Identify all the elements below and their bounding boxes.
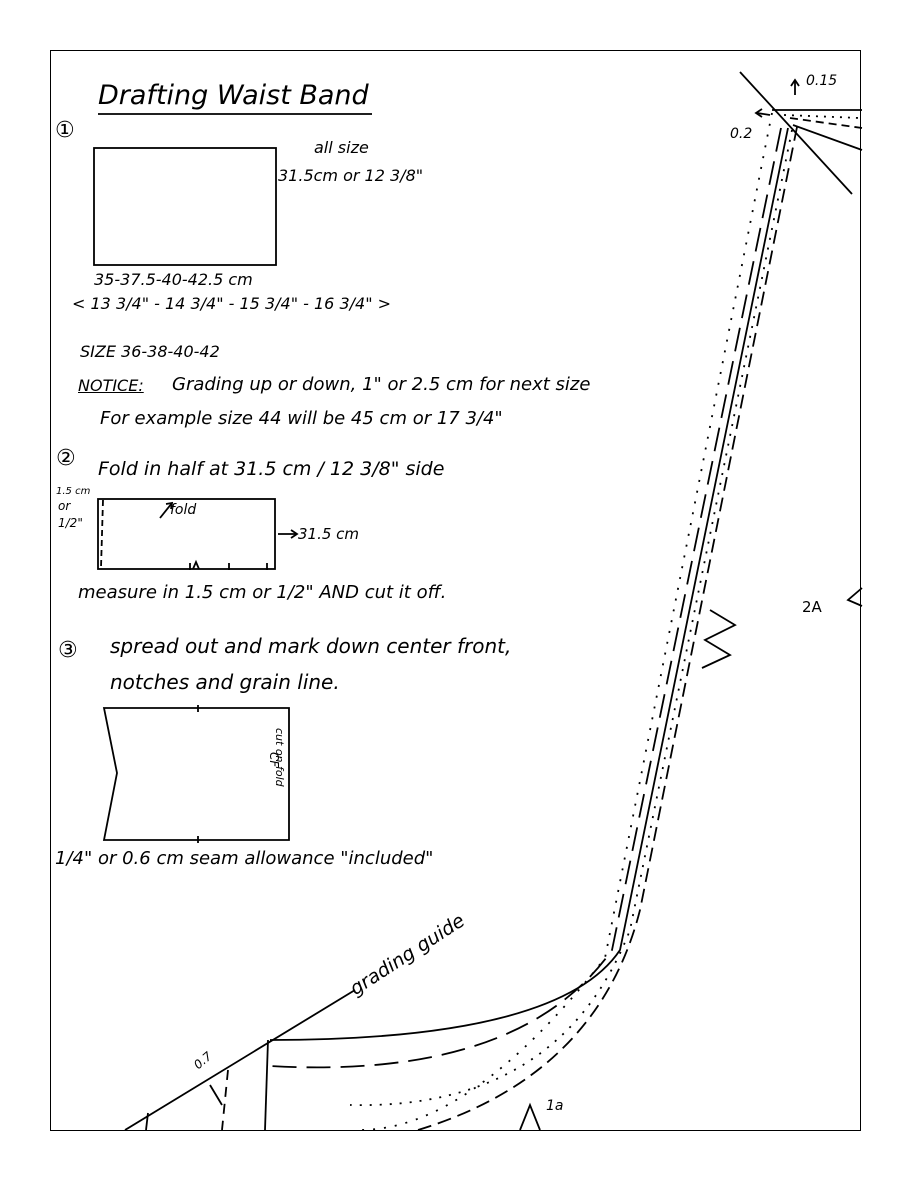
spread-shape <box>102 707 290 841</box>
seam-note: 1/4" or 0.6 cm seam allowance "included" <box>55 848 434 869</box>
label-2a: 2A <box>802 598 822 616</box>
margin-or: or <box>58 499 71 513</box>
label-02: 0.2 <box>730 126 753 142</box>
fold-label: fold <box>170 502 197 518</box>
length-label: 31.5cm or 12 3/8" <box>278 166 424 185</box>
margin-cm: 1.5 cm <box>56 486 91 497</box>
page-frame <box>50 50 861 1131</box>
fold-instruction: Fold in half at 31.5 cm / 12 3/8" side <box>98 458 445 480</box>
label-015: 0.15 <box>806 73 838 89</box>
notice-label: NOTICE: <box>78 376 144 395</box>
cut-on-fold-label: cut on fold <box>273 728 286 787</box>
notice-text: Grading up or down, 1" or 2.5 cm for nex… <box>172 374 591 395</box>
size-label: all size <box>314 138 369 157</box>
cut-note: measure in 1.5 cm or 1/2" AND cut it off… <box>78 582 447 603</box>
step1-number: ① <box>55 118 75 143</box>
widths-in: < 13 3/4" - 14 3/4" - 15 3/4" - 16 3/4" … <box>72 294 392 313</box>
margin-in: 1/2" <box>58 516 83 530</box>
widths-cm: 35-37.5-40-42.5 cm <box>94 270 253 289</box>
step3-line2: notches and grain line. <box>110 670 340 694</box>
page-title: Drafting Waist Band <box>98 80 369 111</box>
folded-rectangle <box>97 498 276 570</box>
step3-number: ③ <box>58 638 78 663</box>
waist-curve <box>269 127 789 1041</box>
cut-line <box>100 499 104 569</box>
side-label: 31.5 cm <box>298 525 360 543</box>
example-text: For example size 44 will be 45 cm or 17 … <box>100 408 503 429</box>
fold-arrow <box>159 502 173 519</box>
grading-guide-line <box>124 989 356 1131</box>
step3-line1: spread out and mark down center front, <box>110 634 512 658</box>
step2-number: ② <box>56 446 76 471</box>
waistband-rectangle <box>93 147 277 266</box>
label-1a: 1a <box>546 1098 564 1114</box>
sizes-label: SIZE 36-38-40-42 <box>80 342 220 361</box>
